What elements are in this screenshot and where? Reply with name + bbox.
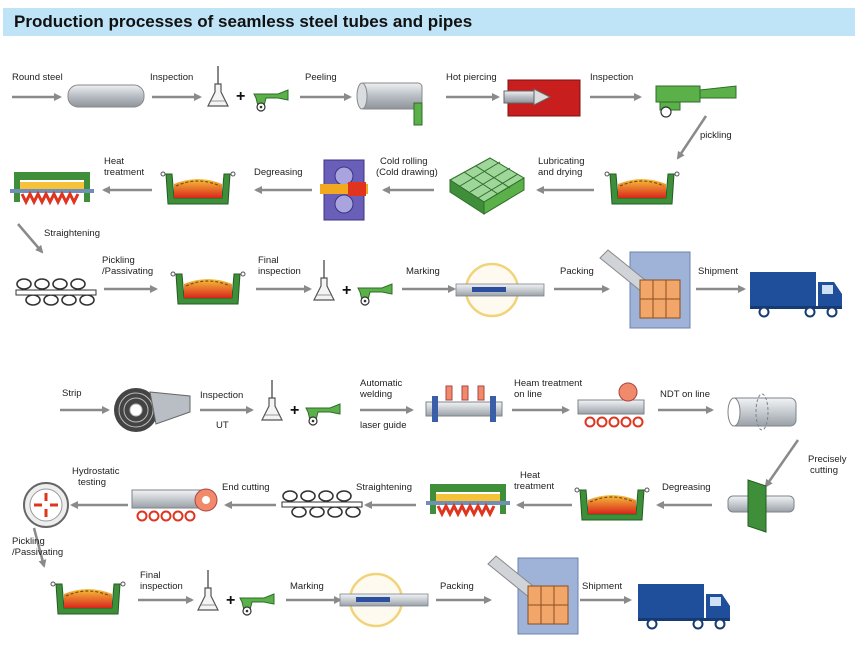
label-straightening: Straightening (356, 482, 412, 493)
label-degreasing: Degreasing (662, 482, 711, 493)
plus-sign: + (236, 88, 246, 105)
label-peeling: Peeling (305, 72, 337, 83)
end-cutting-icon (131, 488, 218, 522)
label-lubricating: and drying (538, 167, 583, 178)
label-final-inspection: inspection (140, 581, 183, 592)
pickling-tank-icon (170, 271, 246, 305)
label-pickling-passivating: Pickling (12, 536, 45, 547)
label-heat-treatment: Heat (104, 156, 125, 167)
label-degreasing: Degreasing (254, 167, 303, 178)
inspection-gauge-icon (305, 403, 341, 426)
cold-rolling-mill-icon (320, 159, 368, 221)
label-cold-rolling: Cold rolling (380, 156, 428, 167)
inspection-gauge-icon (655, 85, 737, 118)
heat-treatment-furnace-icon (160, 171, 236, 205)
straightening-rollers-icon (15, 278, 97, 306)
flow-arrows-row-1 (12, 93, 708, 160)
packing-bundle-icon (599, 249, 691, 329)
cutting-icon (727, 479, 795, 533)
label-straightening: Straightening (44, 228, 100, 239)
label-marking: Marking (290, 581, 324, 592)
label-packing: Packing (560, 266, 594, 277)
hydrostatic-gauge-icon (23, 482, 69, 528)
label-precisely-cutting: cutting (810, 465, 838, 476)
flask-icon (207, 65, 229, 107)
pickling-tank-icon (604, 171, 680, 205)
strip-coil-icon (114, 388, 191, 432)
flask-icon (197, 569, 219, 611)
label-inspection: Inspection (200, 390, 244, 401)
heat-treatment-furnace-icon (8, 170, 96, 204)
flow-arrows-row-5 (32, 501, 712, 568)
label-strip: Strip (62, 388, 82, 399)
flow-arrows-row-4 (60, 406, 800, 488)
label-final-inspection: Final (140, 570, 161, 581)
label-heam-treatment: on line (514, 389, 542, 400)
label-inspection: Inspection (590, 72, 634, 83)
pickling-tank-icon (50, 581, 126, 615)
label-final-inspection: Final (258, 255, 279, 266)
packing-bundle-icon (487, 555, 579, 635)
page-title: Production processes of seamless steel t… (14, 12, 473, 31)
label-heam-treatment: Heam treatment (514, 378, 583, 389)
plus-sign: + (290, 402, 300, 419)
label-pickling: pickling (700, 130, 732, 141)
straightening-rollers-icon (281, 490, 363, 518)
heat-treatment-furnace-icon (424, 482, 512, 516)
label-inspection: Inspection (150, 72, 194, 83)
label-round-steel: Round steel (12, 72, 63, 83)
label-laser-guide: laser guide (360, 420, 407, 431)
label-automatic-welding: welding (360, 389, 393, 400)
inspection-gauge-icon (357, 283, 393, 306)
label-cold-rolling: (Cold drawing) (376, 167, 438, 178)
plus-sign: + (342, 282, 352, 299)
pickling-tank-icon (574, 487, 650, 521)
truck-icon (749, 271, 843, 318)
lubricating-tank-icon (449, 157, 525, 215)
label-shipment: Shipment (698, 266, 739, 277)
title-band (3, 8, 855, 36)
label-heat-treatment: Heat (520, 470, 541, 481)
label-ndt-on-line: NDT on line (660, 389, 710, 400)
label-shipment: Shipment (582, 581, 623, 592)
label-marking: Marking (406, 266, 440, 277)
label-packing: Packing (440, 581, 474, 592)
label-ut: UT (216, 420, 229, 431)
flow-arrows-row-2 (17, 186, 594, 254)
label-hot-piercing: Hot piercing (446, 72, 497, 83)
flask-icon (261, 379, 283, 421)
heat-treatment-rollers-icon (577, 382, 645, 428)
label-heat-treatment: treatment (104, 167, 145, 178)
ndt-pipe-icon (727, 393, 797, 431)
label-hydrostatic-testing: testing (78, 477, 106, 488)
label-lubricating: Lubricating (538, 156, 585, 167)
label-hydrostatic-testing: Hydrostatic (72, 466, 120, 477)
hot-piercing-icon (503, 79, 581, 117)
label-pickling-passivating: /Passivating (12, 547, 64, 558)
inspection-gauge-icon (239, 593, 275, 616)
label-end-cutting: End cutting (222, 482, 270, 493)
inspection-gauge-icon (253, 89, 289, 112)
marking-lens-icon (338, 572, 430, 628)
welding-line-icon (425, 385, 503, 422)
label-pickling-passivating: Pickling (102, 255, 135, 266)
label-heat-treatment: treatment (514, 481, 555, 492)
label-pickling-passivating: /Passivating (102, 266, 154, 277)
label-precisely-cutting: Precisely (808, 454, 847, 465)
round-steel-icon (67, 84, 145, 108)
label-final-inspection: inspection (258, 266, 301, 277)
flask-icon (313, 259, 335, 301)
peeling-machine-icon (356, 82, 423, 126)
label-automatic-welding: Automatic (360, 378, 403, 389)
plus-sign: + (226, 592, 236, 609)
truck-icon (637, 583, 731, 630)
marking-lens-icon (454, 262, 546, 318)
